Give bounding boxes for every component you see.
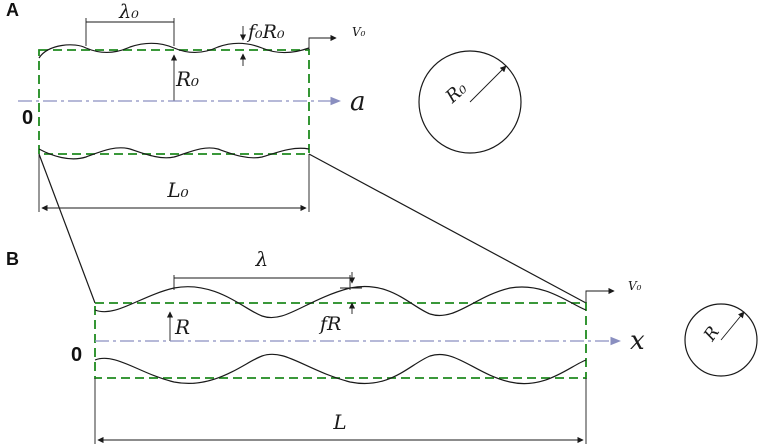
panel-a-axis-label: a: [350, 87, 366, 117]
panel-a-length-label: L₀: [166, 178, 188, 202]
panel-b-velocity-arrow: [585, 287, 615, 303]
panel-a-velocity-arrow: [308, 34, 337, 50]
panel-b: B λ fR V₀ R x 0 L R: [6, 247, 758, 444]
panel-a-origin-label: 0: [22, 107, 33, 129]
panel-b-circle-radius-arrow: [720, 311, 745, 341]
panel-a-amplitude-label: f₀R₀: [246, 21, 285, 43]
panel-a-circle-radius-label: R₀: [441, 78, 471, 108]
stretch-line-right: [308, 153, 587, 304]
panel-b-velocity-label: V₀: [628, 279, 642, 293]
panel-a-label: A: [6, 0, 19, 20]
panel-a-top-wave: [38, 42, 310, 59]
panel-b-origin-label: 0: [71, 344, 82, 366]
panel-b-label: B: [6, 249, 19, 269]
panel-b-circle-radius-label: R: [699, 323, 723, 346]
panel-a-wavelength-label: λ₀: [118, 1, 139, 23]
panel-a-dashed-box: [38, 49, 310, 155]
panel-b-length-label: L: [332, 410, 346, 434]
panel-b-bottom-wave: [94, 353, 587, 385]
panel-a-circle-radius-arrow: [469, 65, 507, 103]
panel-a-bottom-wave: [38, 147, 310, 160]
panel-b-radius-label: R: [174, 315, 190, 339]
panel-a: A λ₀ f₀R₀ V₀ R₀ a 0 L₀ R₀: [6, 0, 522, 212]
stretch-line-left: [38, 153, 96, 304]
panel-a-radius-label: R₀: [175, 67, 199, 91]
panel-b-cross-section-circle: [684, 303, 758, 377]
panel-a-velocity-label: V₀: [352, 25, 366, 39]
panel-b-amplitude-label: fR: [318, 313, 341, 335]
panel-b-axis-label: x: [630, 326, 645, 356]
panel-a-cross-section-circle: [418, 50, 522, 154]
panel-b-wavelength-label: λ: [255, 247, 269, 271]
